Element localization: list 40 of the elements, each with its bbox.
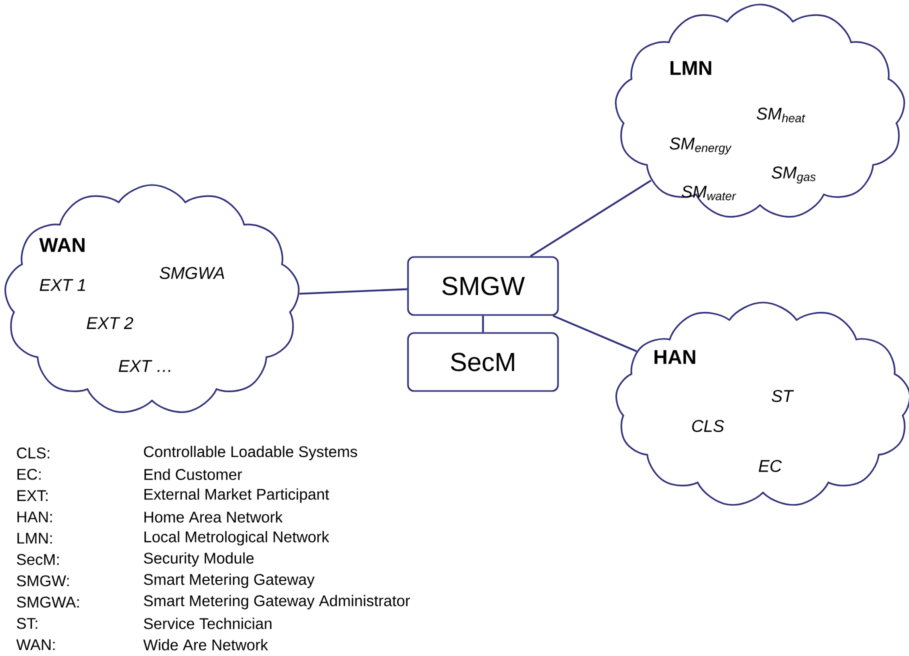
component-label: SMGWA: [160, 266, 224, 280]
network-name: HAN: [654, 350, 696, 364]
definition: Local Metrological Network: [144, 530, 330, 546]
definition: Controllable Loadable Systems: [144, 446, 358, 460]
abbreviation: EXT:: [17, 490, 48, 501]
component-label: SM$_{gas}$: [772, 166, 816, 184]
component-box: SecM: [407, 332, 559, 392]
abbreviation: SMGWA:: [16, 596, 79, 608]
component-label: SM$_{energy}$: [670, 138, 732, 154]
definition: End Customer: [144, 468, 242, 480]
abbreviation: EC:: [17, 468, 41, 480]
component-label: EXT 2: [86, 317, 134, 329]
connector-line: [482, 316, 484, 332]
abbreviation: WAN:: [16, 639, 55, 650]
definition: External Market Participant: [144, 488, 330, 503]
abbreviation: SMGW:: [16, 575, 69, 586]
connector-line: [530, 180, 652, 257]
definition: Service Technician: [144, 618, 272, 630]
component-label: SM$_{water}$: [682, 186, 736, 200]
component-label: SM$_{heat}$: [756, 108, 806, 122]
abbreviation: ST:: [16, 618, 38, 629]
definition: Wide Are Network: [143, 639, 268, 650]
abbreviation: SecM:: [16, 554, 59, 565]
abbreviation: LMN:: [17, 532, 52, 544]
definition: Smart Metering Gateway: [144, 574, 315, 588]
component-label: ST: [772, 390, 794, 402]
definition: Security Module: [144, 552, 254, 567]
network-name: LMN: [670, 61, 712, 75]
component-label: EC: [758, 460, 782, 472]
connector-line: [552, 314, 637, 352]
abbreviation: CLS:: [16, 448, 50, 458]
component-label: EXT 1: [40, 279, 85, 291]
definition: Home Area Network: [144, 511, 283, 523]
connector-line: [299, 288, 408, 295]
component-label: EXT …: [118, 360, 170, 372]
network-name: WAN: [39, 238, 85, 252]
abbreviation: HAN:: [17, 512, 52, 522]
component-label: CLS: [692, 420, 724, 432]
component-box: SMGW: [407, 256, 559, 316]
definition: Smart Metering Gateway Administrator: [144, 594, 410, 610]
